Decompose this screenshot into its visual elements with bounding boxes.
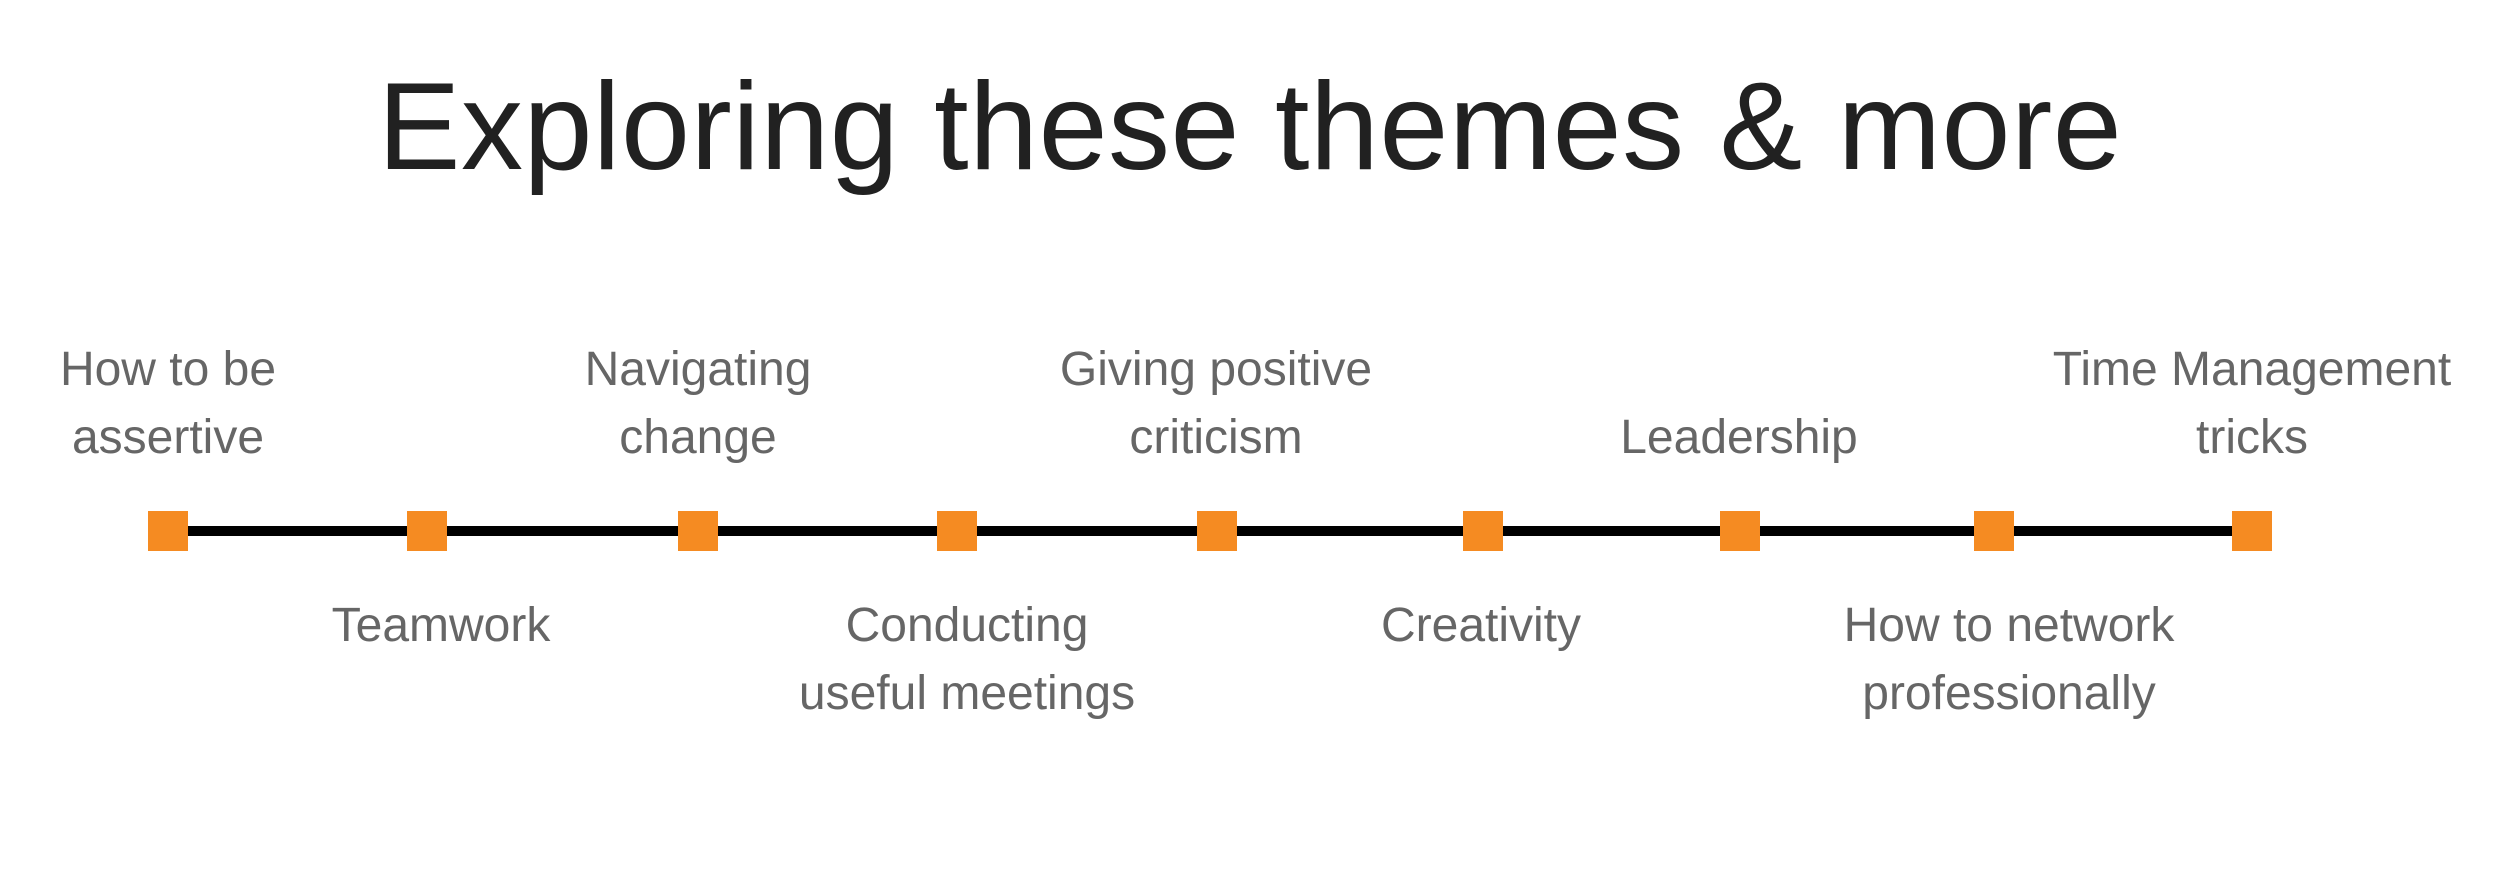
- milestone-label-network: How to network professionally: [1843, 599, 2175, 720]
- milestone-label-meetings: Conducting useful meetings: [798, 599, 1136, 720]
- timeline-marker-6: [1463, 511, 1503, 551]
- milestone-label-teamwork: Teamwork: [331, 599, 551, 652]
- timeline-marker-5: [1197, 511, 1237, 551]
- timeline-marker-7: [1720, 511, 1760, 551]
- milestone-label-assertive: How to be assertive: [59, 343, 277, 464]
- milestone-label-criticism: Giving positive criticism: [1059, 343, 1373, 464]
- timeline-marker-1: [148, 511, 188, 551]
- timeline-marker-8: [1974, 511, 2014, 551]
- milestone-label-time-management: Time Management tricks: [2052, 343, 2452, 464]
- timeline-marker-2: [407, 511, 447, 551]
- milestone-label-creativity: Creativity: [1380, 599, 1582, 652]
- timeline-marker-3: [678, 511, 718, 551]
- timeline-marker-4: [937, 511, 977, 551]
- timeline-marker-9: [2232, 511, 2272, 551]
- milestone-label-navigating-change: Navigating change: [584, 343, 812, 464]
- page-title: Exploring these themes & more: [377, 58, 2123, 196]
- milestone-label-leadership: Leadership: [1620, 411, 1858, 464]
